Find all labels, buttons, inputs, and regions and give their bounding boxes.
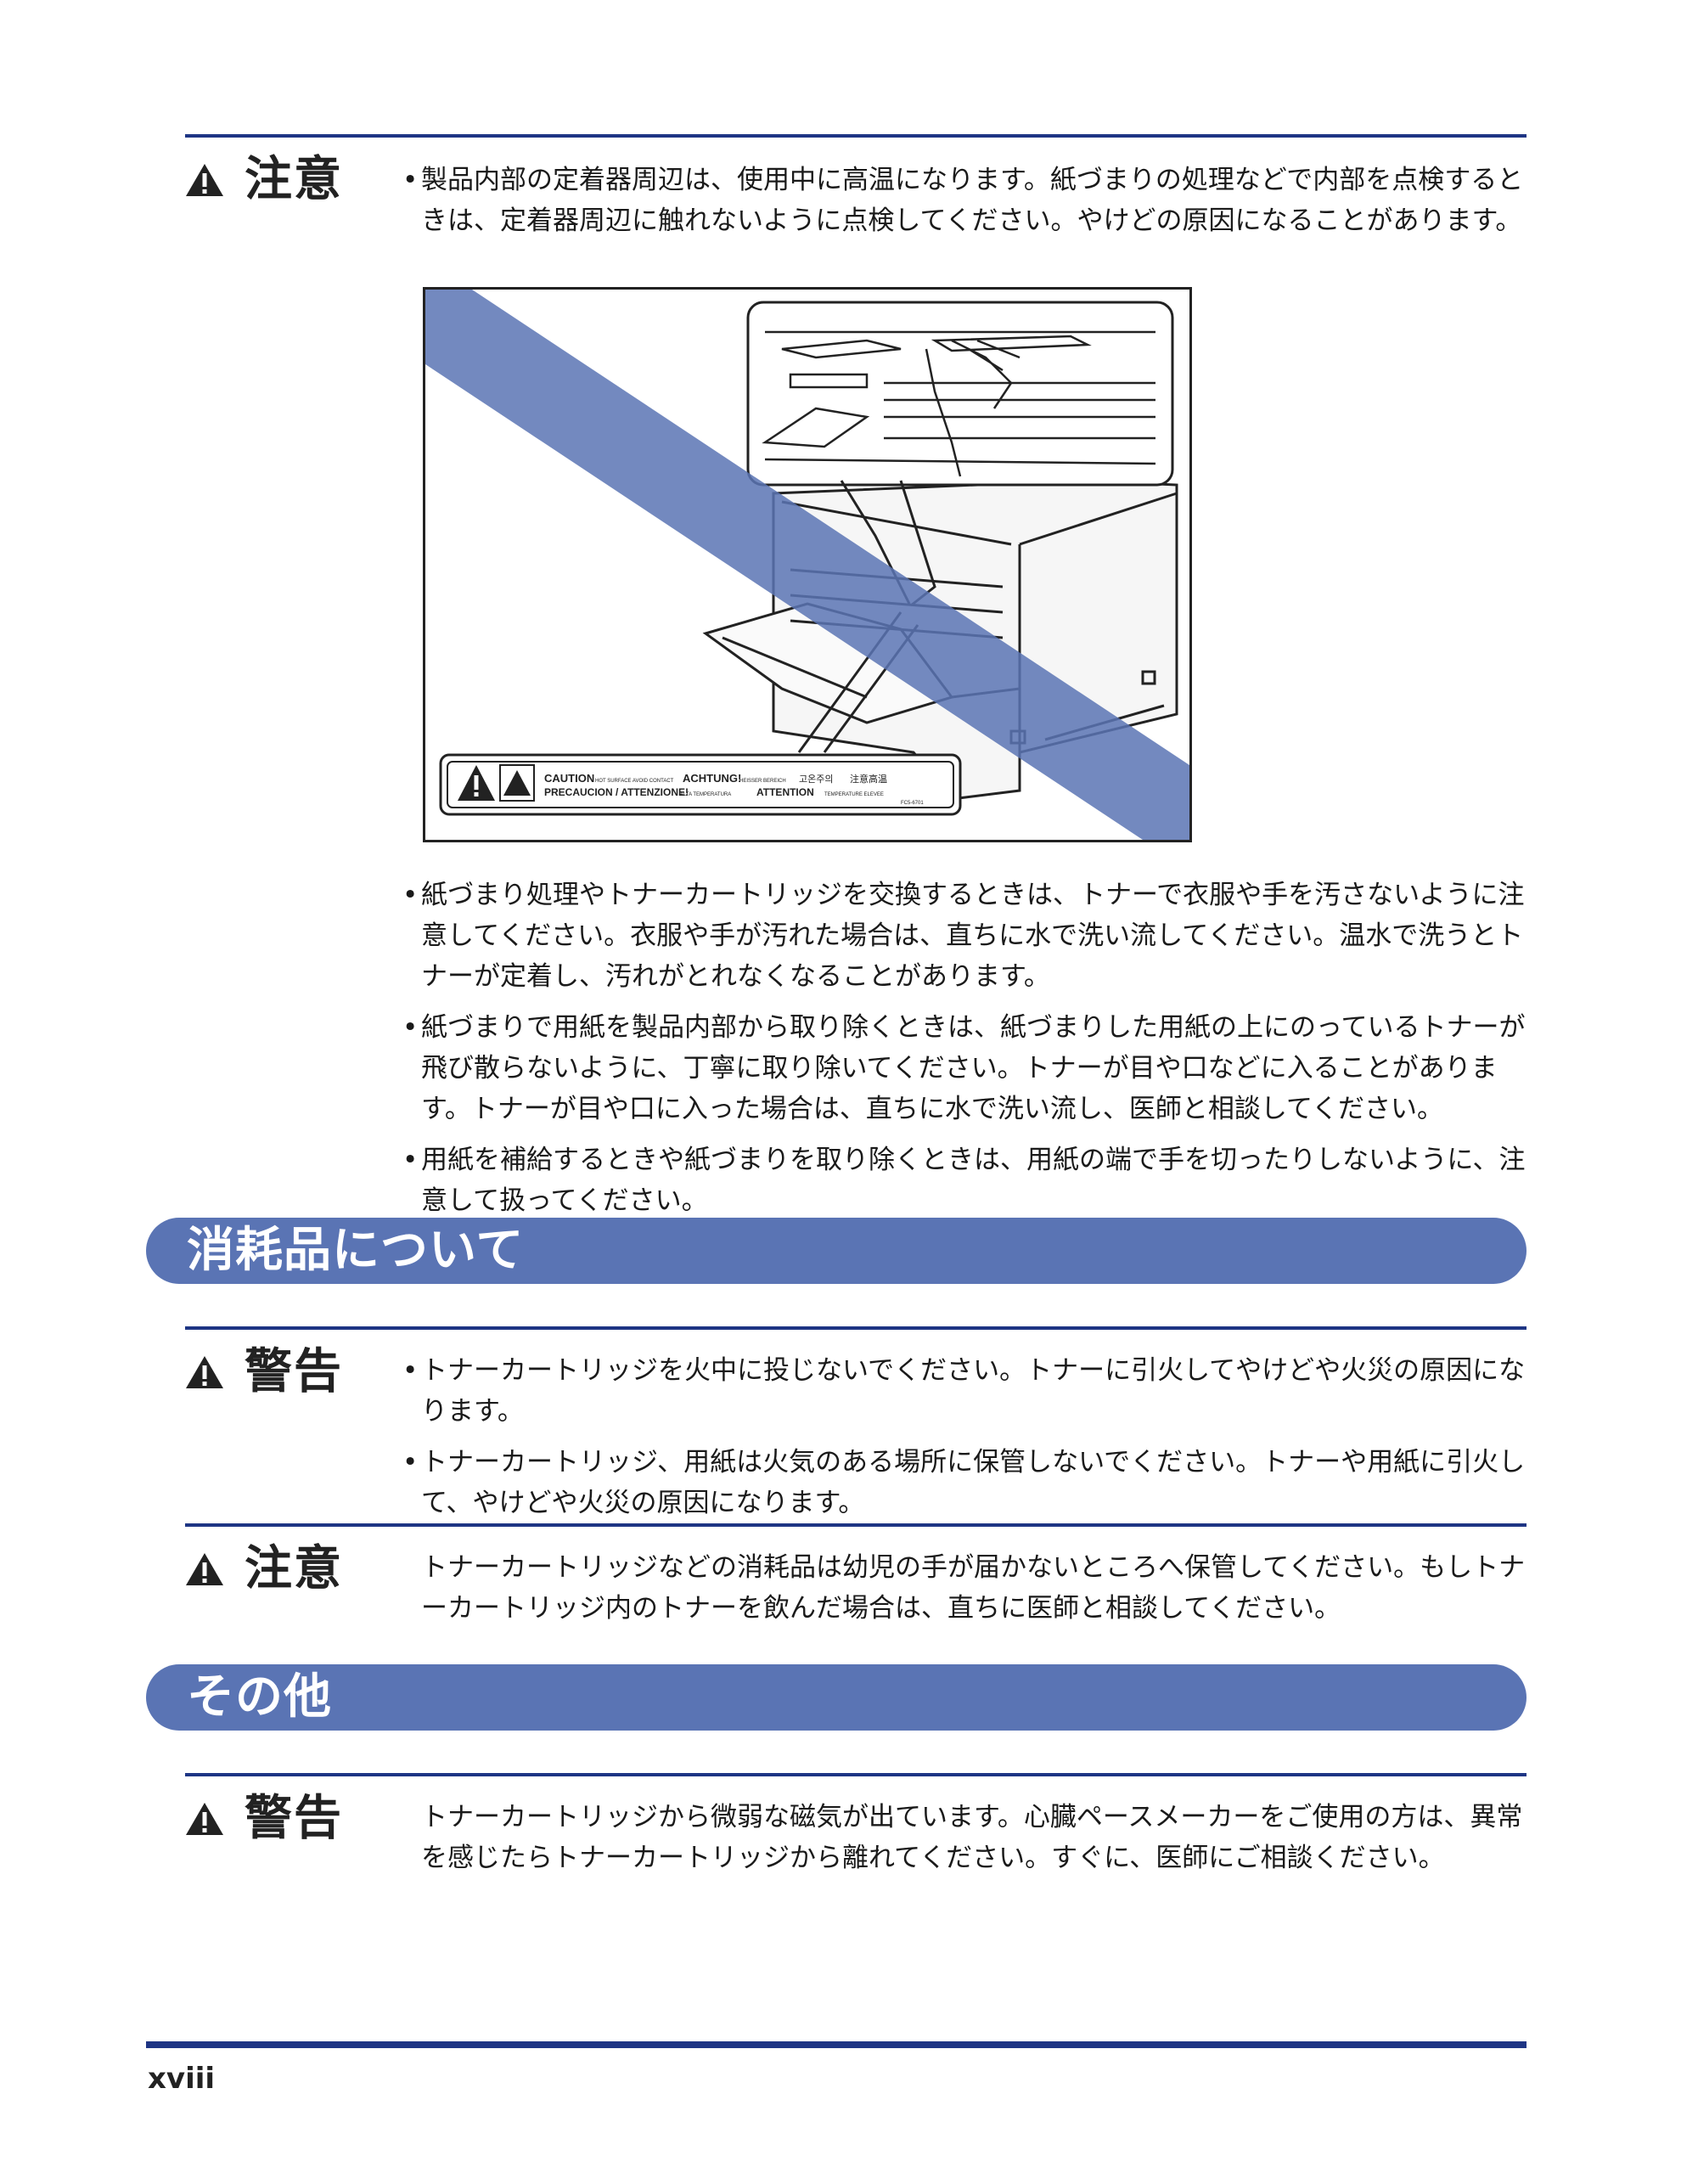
label-attention: ATTENTION <box>756 786 814 798</box>
caution-word: 注意 <box>245 1541 343 1596</box>
paragraph: トナーカートリッジなどの消耗品は幼児の手が届かないところへ保管してください。もし… <box>421 1552 1526 1624</box>
caution-label: 注意 <box>185 1545 343 1593</box>
warning-text: トナーカートリッジから微弱な磁気が出ています。心臓ペースメーカーをご使用の方は、… <box>402 1797 1528 1878</box>
list-item: トナーカートリッジ、用紙は火気のある場所に保管しないでください。トナーや用紙に引… <box>402 1442 1528 1523</box>
label-caution: CAUTION <box>544 772 594 785</box>
list-item: 紙づまりで用紙を製品内部から取り除くときは、紙づまりした用紙の上にのっているトナ… <box>402 1007 1528 1129</box>
footer-rule <box>146 2041 1527 2048</box>
paragraph: トナーカートリッジから微弱な磁気が出ています。心臓ペースメーカーをご使用の方は、… <box>421 1802 1523 1873</box>
list-item: 紙づまり処理やトナーカートリッジを交換するときは、トナーで衣服や手を汚さないよう… <box>402 875 1528 997</box>
warning-word: 警告 <box>245 1791 343 1846</box>
warning-triangle-icon <box>186 164 223 196</box>
warning-text: トナーカートリッジを火中に投じないでください。トナーに引火してやけどや火災の原因… <box>402 1350 1528 1534</box>
page-number: xviii <box>148 2062 216 2096</box>
section-divider <box>185 134 1527 138</box>
section-divider <box>185 1523 1527 1527</box>
section-divider <box>185 1773 1527 1776</box>
printer-drawing: CAUTION HOT SURFACE AVOID CONTACT ACHTUN… <box>425 290 1189 840</box>
warning-word: 警告 <box>245 1344 343 1399</box>
warning-triangle-icon <box>186 1553 223 1585</box>
warning-label: 警告 <box>185 1348 343 1396</box>
caution-text-continued: 紙づまり処理やトナーカートリッジを交換するときは、トナーで衣服や手を汚さないよう… <box>402 875 1528 1231</box>
section-divider <box>185 1326 1527 1330</box>
warning-triangle-icon <box>186 1803 223 1835</box>
caution-label: 注意 <box>185 156 343 204</box>
warning-triangle-icon <box>186 1356 223 1388</box>
caution-text: 製品内部の定着器周辺は、使用中に高温になります。紙づまりの処理などで内部を点検す… <box>402 160 1528 251</box>
label-hot-surface: HOT SURFACE AVOID CONTACT <box>595 779 674 784</box>
caution-text: トナーカートリッジなどの消耗品は幼児の手が届かないところへ保管してください。もし… <box>402 1547 1528 1629</box>
caution-word: 注意 <box>245 152 343 207</box>
warning-label: 警告 <box>185 1795 343 1843</box>
printer-illustration: CAUTION HOT SURFACE AVOID CONTACT ACHTUN… <box>423 287 1192 842</box>
label-code: FC5-6701 <box>901 801 924 806</box>
label-heisser: HEISSER BEREICH <box>739 779 786 784</box>
prohibition-stripe <box>425 290 1189 840</box>
label-achtung: ACHTUNG! <box>683 772 741 785</box>
list-item: 用紙を補給するときや紙づまりを取り除くときは、用紙の端で手を切ったりしないように… <box>402 1140 1528 1221</box>
label-chinese: 注意高温 <box>850 773 887 785</box>
label-alta: ALTA TEMPERATURA <box>680 792 731 797</box>
section-heading-other: その他 <box>146 1664 1527 1731</box>
section-heading-consumables: 消耗品について <box>146 1218 1527 1284</box>
list-item: トナーカートリッジを火中に投じないでください。トナーに引火してやけどや火災の原因… <box>402 1350 1528 1432</box>
label-precaucion: PRECAUCION / ATTENZIONE! <box>544 786 689 798</box>
label-korean: 고온주의 <box>799 774 833 785</box>
list-item: 製品内部の定着器周辺は、使用中に高温になります。紙づまりの処理などで内部を点検す… <box>402 160 1528 241</box>
label-elevee: TEMPERATURE ELEVEE <box>824 792 884 797</box>
